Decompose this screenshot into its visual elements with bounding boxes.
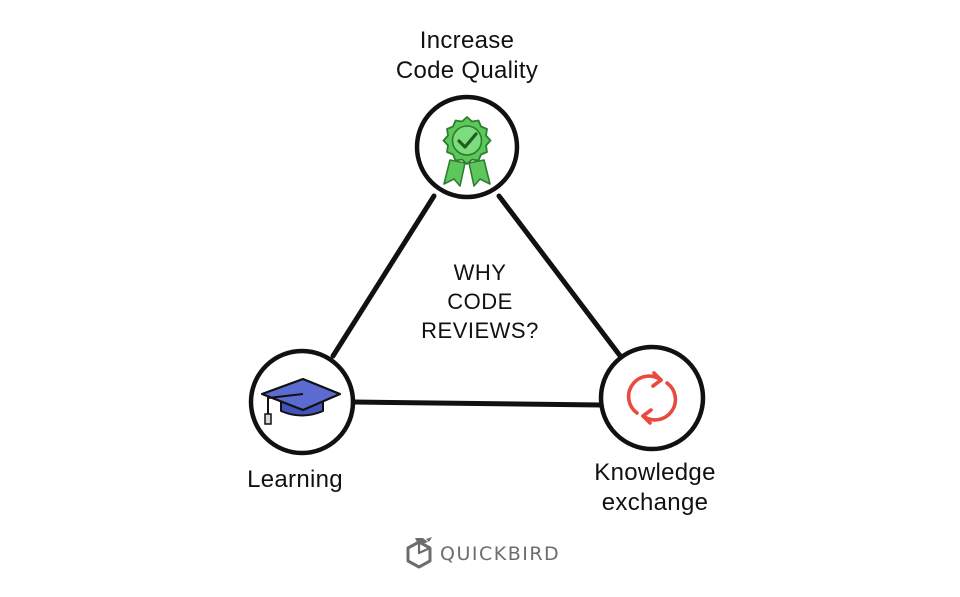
quickbird-logo: QUICKBIRD	[404, 534, 560, 574]
label-code-quality-line2: Code Quality	[395, 57, 539, 84]
center-question: WHY CODE REVIEWS?	[380, 258, 580, 345]
quickbird-logo-text: QUICKBIRD	[440, 543, 561, 565]
label-code-quality-line1: Increase	[419, 27, 515, 54]
graduation-cap-icon	[260, 377, 342, 425]
label-learning-line1: Learning	[247, 466, 343, 493]
node-code-quality	[414, 94, 520, 200]
center-question-line1: WHY	[453, 260, 507, 285]
center-question-line3: REVIEWS?	[421, 318, 539, 343]
center-question-line2: CODE	[447, 289, 513, 314]
award-badge-check-icon	[442, 116, 492, 187]
edge-top-left	[330, 193, 437, 359]
label-knowledge-exchange: Knowledge exchange	[570, 458, 740, 518]
edge-bottom	[351, 399, 604, 408]
quickbird-logo-icon	[406, 537, 432, 569]
label-knowledge-line2: exchange	[601, 489, 709, 516]
refresh-arrows-icon	[626, 371, 678, 425]
node-learning	[248, 348, 356, 456]
label-knowledge-line1: Knowledge	[594, 459, 716, 486]
edge-top-right	[496, 193, 624, 360]
label-learning: Learning	[230, 465, 360, 495]
node-knowledge-exchange	[598, 344, 706, 452]
label-code-quality: Increase Code Quality	[367, 26, 567, 86]
